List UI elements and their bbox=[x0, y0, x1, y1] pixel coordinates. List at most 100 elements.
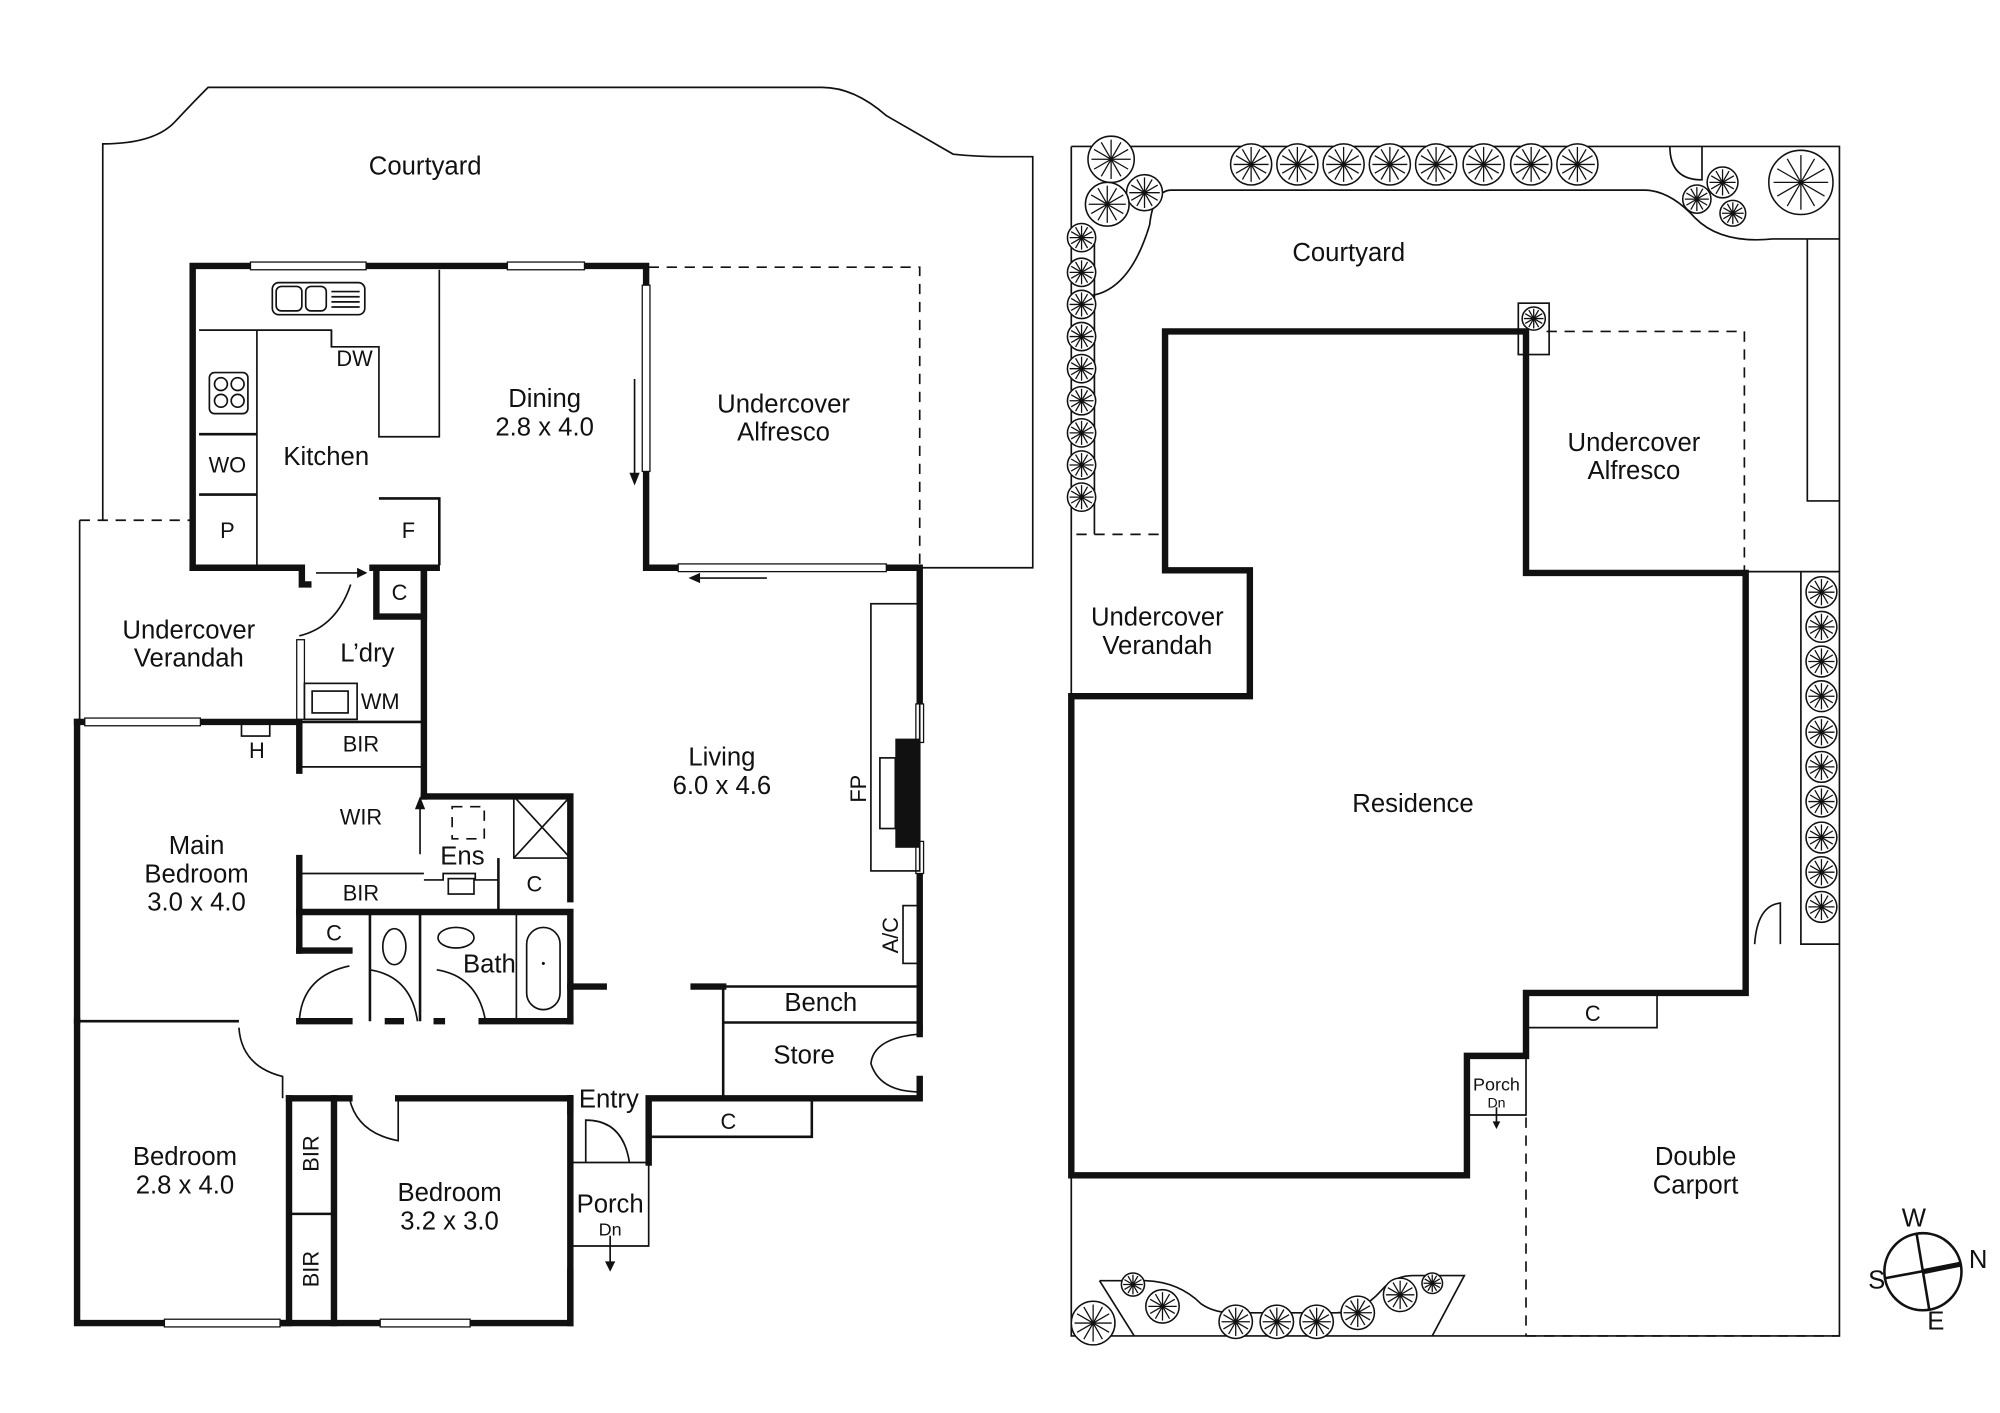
compass-east: E bbox=[1927, 1307, 1944, 1335]
label-dishwasher: DW bbox=[336, 346, 373, 371]
compass-south: S bbox=[1868, 1266, 1885, 1294]
label-site-porch: Porch bbox=[1473, 1075, 1520, 1095]
label-store: Store bbox=[773, 1042, 834, 1070]
tree-planter bbox=[1517, 302, 1550, 356]
store-door[interactable] bbox=[870, 1033, 920, 1093]
door[interactable] bbox=[298, 965, 350, 1022]
kitchen-benches bbox=[199, 269, 441, 438]
label-bench: Bench bbox=[784, 989, 857, 1017]
label-bir: BIR bbox=[343, 880, 379, 905]
svg-text:3.0 x 4.0: 3.0 x 4.0 bbox=[147, 889, 246, 917]
porch-outline bbox=[1466, 1055, 1527, 1116]
label-bir: BIR bbox=[343, 731, 379, 756]
sliding-door[interactable] bbox=[677, 563, 887, 573]
label-bedroom-3: Bedroom bbox=[397, 1179, 501, 1207]
svg-text:3.2 x 3.0: 3.2 x 3.0 bbox=[400, 1207, 499, 1235]
wall-entry-store bbox=[645, 1075, 923, 1166]
washing-machine bbox=[303, 682, 358, 721]
cupboard bbox=[1527, 992, 1658, 1029]
label-carport: Double bbox=[1655, 1143, 1736, 1171]
svg-text:Verandah: Verandah bbox=[134, 645, 244, 673]
label-site-verandah: Undercover bbox=[1091, 604, 1224, 632]
basin-icon bbox=[437, 926, 475, 949]
floor-plan: Courtyard Kitchen Dining 2.8 x 4.0 Under… bbox=[73, 86, 1034, 1328]
label-kitchen: Kitchen bbox=[283, 443, 369, 471]
window bbox=[84, 717, 202, 727]
label-living: Living bbox=[688, 744, 755, 772]
fridge-recess bbox=[378, 497, 441, 566]
courtyard-outline bbox=[101, 86, 1034, 569]
label-porch: Porch bbox=[577, 1191, 644, 1219]
alfresco-roofline bbox=[648, 266, 921, 568]
label-washing-machine: WM bbox=[361, 689, 400, 714]
label-site-cupboard: C bbox=[1585, 1001, 1601, 1026]
site-plan: Courtyard Undercover Alfresco Undercover… bbox=[1066, 135, 1841, 1346]
residence-outline bbox=[1068, 328, 1749, 1179]
svg-text:2.8 x 4.0: 2.8 x 4.0 bbox=[136, 1171, 235, 1199]
tree-icon bbox=[1066, 135, 1838, 1346]
svg-text:Bedroom: Bedroom bbox=[144, 860, 248, 888]
label-entry: Entry bbox=[579, 1085, 639, 1113]
toilet-icon bbox=[381, 927, 407, 966]
svg-text:Alfresco: Alfresco bbox=[737, 419, 830, 447]
door[interactable] bbox=[238, 1027, 284, 1099]
compass-north: N bbox=[1969, 1246, 1988, 1274]
label-ac: A/C bbox=[878, 917, 903, 953]
label-fridge: F bbox=[402, 518, 415, 543]
label-cupboard: C bbox=[526, 871, 542, 896]
label-cupboard: C bbox=[720, 1109, 736, 1134]
label-wir: WIR bbox=[340, 805, 382, 830]
heater bbox=[240, 722, 271, 737]
wall-living-east bbox=[883, 564, 923, 717]
wall-kitchen-south bbox=[189, 564, 312, 588]
alfresco-roofline bbox=[1546, 330, 1746, 573]
side-gate[interactable] bbox=[1753, 902, 1782, 945]
window bbox=[163, 1318, 281, 1328]
door[interactable] bbox=[436, 969, 487, 1022]
svg-text:Dn: Dn bbox=[1487, 1094, 1505, 1110]
ensuite-walls bbox=[420, 793, 574, 903]
basin-icon bbox=[447, 877, 475, 895]
label-ensuite: Ens bbox=[440, 842, 484, 870]
entry-cupboard bbox=[648, 1098, 814, 1139]
door[interactable] bbox=[369, 969, 419, 1022]
label-site-alfresco: Undercover bbox=[1568, 429, 1701, 457]
compass-west: W bbox=[1902, 1205, 1927, 1233]
window bbox=[249, 261, 367, 271]
label-pantry: P bbox=[220, 518, 235, 543]
dn-arrow-icon bbox=[1492, 1121, 1501, 1130]
shower-icon bbox=[513, 795, 571, 859]
label-courtyard: Courtyard bbox=[369, 153, 482, 181]
door[interactable] bbox=[348, 1098, 400, 1142]
laundry-door[interactable] bbox=[299, 584, 352, 637]
label-alfresco: Undercover bbox=[717, 390, 850, 418]
label-laundry: L’dry bbox=[340, 640, 394, 668]
label-residence: Residence bbox=[1352, 790, 1473, 818]
label-cupboard: C bbox=[326, 920, 342, 945]
wall-south bbox=[279, 1268, 574, 1327]
svg-text:Verandah: Verandah bbox=[1102, 632, 1212, 660]
label-bedroom-2: Bedroom bbox=[133, 1143, 237, 1171]
garden-bed-north bbox=[1091, 189, 1840, 297]
sliding-door[interactable] bbox=[641, 284, 651, 473]
sink-icon bbox=[271, 281, 366, 316]
label-heater: H bbox=[249, 738, 265, 763]
cooktop-icon bbox=[208, 371, 249, 415]
dn-arrow-icon bbox=[605, 1261, 616, 1272]
site-boundary bbox=[1071, 145, 1841, 1337]
ac-unit bbox=[902, 904, 921, 965]
fireplace-icon bbox=[895, 738, 920, 848]
svg-text:Dn: Dn bbox=[599, 1220, 622, 1240]
window bbox=[379, 1318, 471, 1328]
label-cupboard: C bbox=[392, 580, 408, 605]
label-dining-size: 2.8 x 4.0 bbox=[495, 413, 594, 441]
label-wall-oven: WO bbox=[209, 453, 247, 478]
label-verandah: Undercover bbox=[122, 616, 255, 644]
entry-door[interactable] bbox=[584, 1119, 631, 1163]
bathtub-icon bbox=[525, 926, 561, 1011]
compass-icon: W N S E bbox=[1868, 1205, 1987, 1336]
window bbox=[506, 261, 586, 271]
svg-text:Alfresco: Alfresco bbox=[1588, 457, 1681, 485]
label-main-bedroom: Main bbox=[169, 832, 225, 860]
